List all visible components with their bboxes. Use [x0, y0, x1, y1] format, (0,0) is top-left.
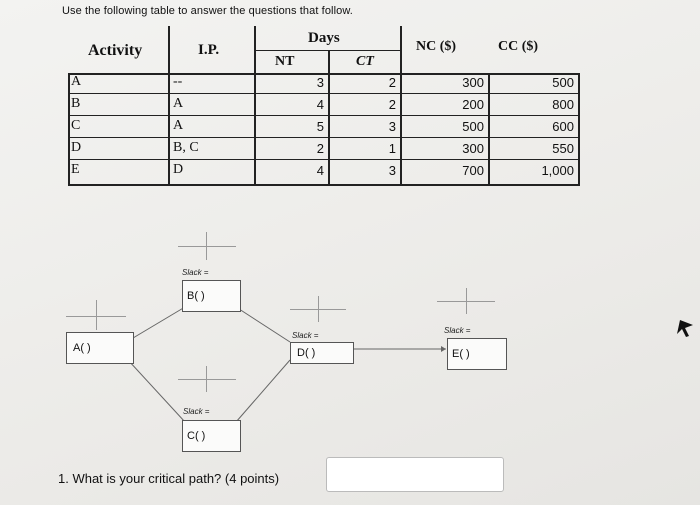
edge-a-c — [127, 359, 186, 423]
node-a: A( ) — [66, 332, 134, 364]
col-line-right — [578, 73, 580, 186]
col-line-ct — [328, 50, 330, 186]
cell-activity: A — [71, 74, 82, 89]
node-e: E( ) — [447, 338, 507, 370]
cell-cc: 500 — [552, 75, 574, 90]
cell-activity: B — [71, 96, 81, 111]
cell-ip: D — [173, 162, 184, 177]
col-line-nc — [400, 26, 402, 186]
cell-ip: A — [173, 118, 184, 133]
cell-nc: 500 — [462, 119, 484, 134]
cell-activity: E — [71, 162, 80, 177]
arrowhead-icon — [441, 346, 446, 352]
slack-grid-c — [206, 366, 207, 392]
header-nt: NT — [275, 54, 295, 69]
cell-ct: 3 — [388, 119, 396, 134]
cell-nc: 200 — [462, 97, 484, 112]
row-rule — [68, 137, 580, 138]
cell-nc: 300 — [462, 141, 484, 156]
cell-ct: 3 — [388, 163, 396, 178]
header-nc: NC ($) — [416, 39, 457, 54]
slack-grid-c — [178, 379, 236, 380]
edge-b-d — [235, 306, 291, 343]
cell-ip: -- — [173, 74, 183, 89]
row-rule — [68, 93, 580, 94]
slack-grid-b — [206, 232, 207, 260]
cell-nc: 700 — [462, 163, 484, 178]
cell-nt: 4 — [316, 163, 324, 178]
header-ip: I.P. — [198, 42, 220, 58]
col-line-ip — [168, 26, 170, 186]
col-line-days — [254, 26, 256, 186]
slack-label-e: Slack = — [444, 326, 471, 335]
cell-nc: 300 — [462, 75, 484, 90]
cell-nt: 5 — [316, 119, 324, 134]
slack-grid-a — [96, 300, 97, 330]
col-line-left — [68, 73, 70, 186]
cell-cc: 800 — [552, 97, 574, 112]
cell-activity: C — [71, 118, 81, 133]
table-bottom-rule — [68, 184, 580, 186]
days-subheader-rule — [254, 50, 400, 51]
cell-activity: D — [71, 140, 82, 155]
row-rule — [68, 115, 580, 116]
cell-ct: 1 — [388, 141, 396, 156]
critical-path-answer-input[interactable] — [326, 457, 504, 492]
cell-cc: 550 — [552, 141, 574, 156]
slack-grid-e — [466, 288, 467, 314]
header-bottom-rule — [68, 73, 580, 75]
instructions: Use the following table to answer the qu… — [62, 5, 353, 17]
row-rule — [68, 159, 580, 160]
question-text: 1. What is your critical path? (4 points… — [58, 471, 280, 486]
col-line-cc — [488, 73, 490, 186]
header-activity: Activity — [88, 42, 143, 59]
cell-nt: 2 — [316, 141, 324, 156]
cell-ip: A — [173, 96, 184, 111]
node-d: D( ) — [290, 342, 354, 364]
cell-ct: 2 — [388, 97, 396, 112]
mouse-cursor-icon — [677, 320, 693, 337]
slack-grid-b — [178, 246, 236, 247]
node-b: B( ) — [182, 280, 241, 312]
activity-table: Activity I.P. Days NT CT NC ($) CC ($) A… — [68, 26, 580, 186]
cell-nt: 3 — [316, 75, 324, 90]
header-days: Days — [308, 30, 340, 46]
edge-c-d — [235, 359, 291, 423]
cell-ip: B, C — [173, 140, 199, 155]
slack-label-c: Slack = — [183, 407, 210, 416]
cell-cc: 1,000 — [541, 163, 574, 178]
node-c: C( ) — [182, 420, 241, 452]
header-cc: CC ($) — [498, 39, 539, 54]
slack-grid-d — [318, 296, 319, 322]
edge-a-b — [127, 306, 186, 342]
slack-label-d: Slack = — [292, 331, 319, 340]
slack-label-b: Slack = — [182, 268, 209, 277]
cell-nt: 4 — [316, 97, 324, 112]
header-ct: CT — [356, 54, 374, 69]
cell-cc: 600 — [552, 119, 574, 134]
cell-ct: 2 — [388, 75, 396, 90]
